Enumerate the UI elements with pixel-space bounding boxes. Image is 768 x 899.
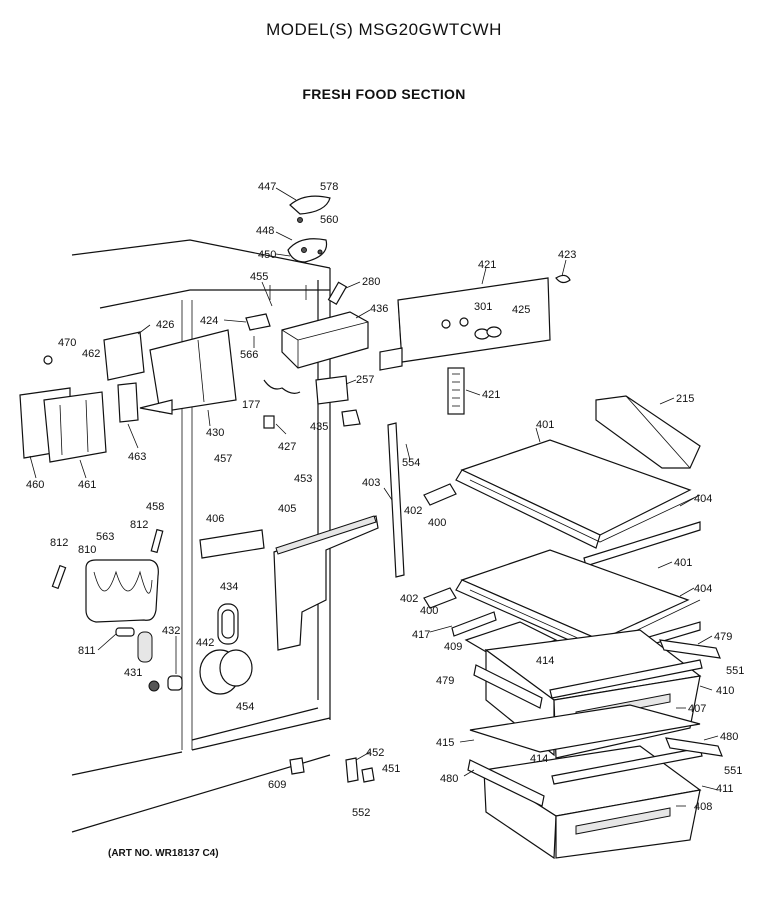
callout-470: 470 bbox=[58, 337, 76, 349]
callout-479b: 479 bbox=[436, 675, 454, 687]
callout-labels: 447 578 560 448 450 455 280 436 421 423 … bbox=[26, 181, 744, 819]
control-panel-group bbox=[379, 274, 571, 415]
callout-812a: 812 bbox=[130, 519, 148, 531]
callout-402a: 402 bbox=[404, 505, 422, 517]
callout-609: 609 bbox=[268, 779, 286, 791]
shelves bbox=[423, 395, 701, 665]
callout-560: 560 bbox=[320, 214, 338, 226]
callout-409: 409 bbox=[444, 641, 462, 653]
callout-401a: 401 bbox=[536, 419, 554, 431]
callout-414a: 414 bbox=[536, 655, 554, 667]
callout-563: 563 bbox=[96, 531, 114, 543]
callout-458: 458 bbox=[146, 501, 164, 513]
callout-401b: 401 bbox=[674, 557, 692, 569]
callout-215: 215 bbox=[676, 393, 694, 405]
callout-257: 257 bbox=[356, 374, 374, 386]
callout-463: 463 bbox=[128, 451, 146, 463]
callout-177: 177 bbox=[242, 399, 260, 411]
top-parts bbox=[245, 195, 369, 369]
callout-450: 450 bbox=[258, 249, 276, 261]
callout-451: 451 bbox=[382, 763, 400, 775]
callout-431: 431 bbox=[124, 667, 142, 679]
callout-410: 410 bbox=[716, 685, 734, 697]
callout-405: 405 bbox=[278, 503, 296, 515]
callout-457: 457 bbox=[214, 453, 232, 465]
callout-425: 425 bbox=[512, 304, 530, 316]
callout-424: 424 bbox=[200, 315, 218, 327]
callout-280: 280 bbox=[362, 276, 380, 288]
model-title: MODEL(S) MSG20GWTCWH bbox=[266, 20, 502, 39]
callout-402b: 402 bbox=[400, 593, 418, 605]
left-parts bbox=[19, 329, 361, 463]
callout-462: 462 bbox=[82, 348, 100, 360]
callout-479a: 479 bbox=[714, 631, 732, 643]
callout-448: 448 bbox=[256, 225, 274, 237]
callout-453: 453 bbox=[294, 473, 312, 485]
callout-578: 578 bbox=[320, 181, 338, 193]
callout-430: 430 bbox=[206, 427, 224, 439]
callout-411: 411 bbox=[716, 783, 734, 795]
callout-400b: 400 bbox=[420, 605, 438, 617]
callout-460: 460 bbox=[26, 479, 44, 491]
callout-811: 811 bbox=[78, 645, 96, 657]
callout-480b: 480 bbox=[440, 773, 458, 785]
callout-435: 435 bbox=[310, 421, 328, 433]
callout-454: 454 bbox=[236, 701, 254, 713]
callout-417: 417 bbox=[412, 629, 430, 641]
leader-lines bbox=[29, 187, 719, 807]
art-number: (ART NO. WR18137 C4) bbox=[108, 848, 219, 859]
callout-551b: 551 bbox=[724, 765, 742, 777]
callout-301: 301 bbox=[474, 301, 492, 313]
cabinet-outline bbox=[71, 239, 331, 833]
center-parts bbox=[199, 422, 405, 783]
callout-415: 415 bbox=[436, 737, 454, 749]
callout-426: 426 bbox=[156, 319, 174, 331]
crisper-pans bbox=[467, 629, 723, 860]
callout-442: 442 bbox=[196, 637, 214, 649]
callout-403: 403 bbox=[362, 477, 380, 489]
callout-480a: 480 bbox=[720, 731, 738, 743]
callout-404b: 404 bbox=[694, 583, 712, 595]
callout-552: 552 bbox=[352, 807, 370, 819]
callout-407: 407 bbox=[688, 703, 706, 715]
callout-812b: 812 bbox=[50, 537, 68, 549]
callout-421b: 421 bbox=[482, 389, 500, 401]
callout-432: 432 bbox=[162, 625, 180, 637]
callout-414b: 414 bbox=[530, 753, 548, 765]
callout-436: 436 bbox=[370, 303, 388, 315]
callout-566: 566 bbox=[240, 349, 258, 361]
callout-455: 455 bbox=[250, 271, 268, 283]
callout-447: 447 bbox=[258, 181, 276, 193]
callout-427: 427 bbox=[278, 441, 296, 453]
callout-434: 434 bbox=[220, 581, 238, 593]
callout-551a: 551 bbox=[726, 665, 744, 677]
callout-421a: 421 bbox=[478, 259, 496, 271]
callout-404a: 404 bbox=[694, 493, 712, 505]
callout-554: 554 bbox=[402, 457, 420, 469]
section-title: FRESH FOOD SECTION bbox=[302, 86, 466, 102]
callout-810: 810 bbox=[78, 544, 96, 556]
heater-parts bbox=[51, 528, 183, 692]
callout-461: 461 bbox=[78, 479, 96, 491]
callout-400a: 400 bbox=[428, 517, 446, 529]
callout-406: 406 bbox=[206, 513, 224, 525]
callout-408: 408 bbox=[694, 801, 712, 813]
callout-423: 423 bbox=[558, 249, 576, 261]
callout-452: 452 bbox=[366, 747, 384, 759]
